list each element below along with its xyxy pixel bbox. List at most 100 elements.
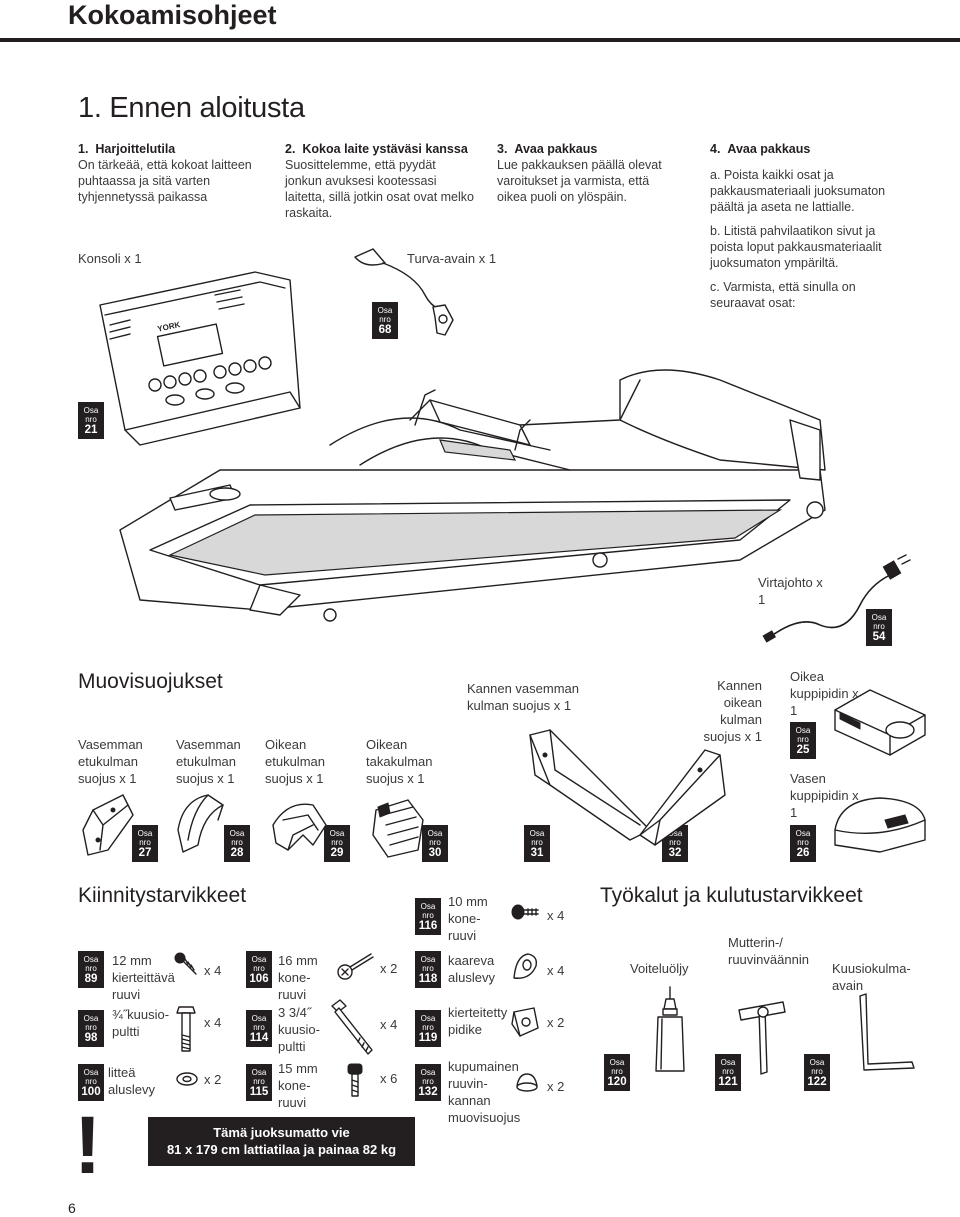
cup-holder-right-illustration	[834, 689, 926, 756]
page-header-title: Kokoamisohjeet	[68, 0, 277, 30]
step-2-text: Suosittelemme, että pyydät jonkun avukse…	[285, 158, 474, 220]
step-4-number: 4.	[710, 142, 721, 156]
warning-line-2: 81 x 179 cm lattiatilaa ja painaa 82 kg	[166, 1142, 397, 1157]
cover-29-illustration	[272, 803, 327, 851]
covers-title: Muovisuojukset	[78, 670, 223, 693]
hex-key-icon	[859, 993, 915, 1071]
cover-27-label: Vasemman etukulman suojus x 1	[78, 737, 143, 786]
washer-100-icon	[176, 1072, 198, 1086]
treadmill-illustration	[119, 369, 826, 622]
tools-title: Työkalut ja kulutustarvikkeet	[600, 884, 863, 907]
screw-89-icon	[174, 952, 197, 975]
step-4-c: c. Varmista, että sinulla on seuraavat o…	[710, 280, 856, 310]
fastener-119-label: kierteitetty pidike	[448, 1005, 508, 1037]
step-2-heading: Kokoa laite ystäväsi kanssa	[302, 142, 468, 156]
step-1: 1. Harjoittelutila On tärkeää, että koko…	[78, 141, 278, 205]
fastener-118-label: kaareva aluslevy	[448, 953, 495, 985]
wrench-icon	[738, 1001, 786, 1075]
step-1-number: 1.	[78, 142, 89, 156]
cover-32-illustration	[639, 749, 726, 846]
screw-115-icon	[347, 1063, 363, 1097]
fastener-98-label: ¾˝kuusio-pultti	[112, 1007, 170, 1039]
cover-30-illustration	[372, 799, 424, 858]
cover-28-label: Vasemman etukulman suojus x 1	[176, 737, 241, 786]
fastener-114-qty: x 4	[380, 1017, 398, 1032]
cover-30-label: Oikean takakulman suojus x 1	[366, 737, 433, 786]
step-1-text: On tärkeää, että kokoat laitteen puhtaas…	[78, 158, 252, 204]
step-3-text: Lue pakkauksen päällä olevat varoitukset…	[497, 158, 662, 204]
cover-27-illustration	[82, 794, 134, 856]
tool-122-label: Kuusiokulma-avain	[832, 961, 911, 993]
step-3-heading: Avaa pakkaus	[514, 142, 598, 156]
safety-key-label: Turva-avain x 1	[407, 251, 497, 266]
curved-washer-118-icon	[513, 953, 538, 979]
cap-132-icon	[516, 1073, 538, 1092]
warning-exclamation-icon: !	[74, 1100, 102, 1191]
fastener-132-label: kupumainen ruuvin-kannan muovisuojus	[448, 1059, 521, 1125]
step-3-number: 3.	[497, 142, 508, 156]
tool-121-label: Mutterin-/ ruuvinväännin	[728, 935, 809, 967]
fastener-118-qty: x 4	[547, 963, 565, 978]
console-label: Konsoli x 1	[78, 251, 142, 266]
warning-box: Tämä juoksumatto vie 81 x 179 cm lattiat…	[148, 1117, 415, 1166]
page-number: 6	[68, 1200, 76, 1216]
fastener-98-qty: x 4	[204, 1015, 222, 1030]
power-cord-label: Virtajohto x 1	[758, 575, 823, 607]
power-cord-illustration	[762, 554, 911, 643]
screw-106-icon	[337, 953, 374, 980]
cover-28-illustration	[177, 794, 224, 853]
oil-bottle-icon	[655, 986, 685, 1072]
fastener-119-qty: x 2	[547, 1015, 565, 1030]
fastener-100-qty: x 2	[204, 1072, 222, 1087]
cup-holder-right-label: Oikea kuppipidin x 1	[790, 669, 859, 718]
step-2: 2. Kokoa laite ystäväsi kanssa Suosittel…	[285, 141, 475, 221]
fasteners-title: Kiinnitystarvikkeet	[78, 884, 247, 907]
console-illustration: YORK	[99, 271, 301, 446]
step-4-heading: Avaa pakkaus	[727, 142, 811, 156]
step-4-a: a. Poista kaikki osat ja pakkausmateriaa…	[710, 168, 886, 214]
screw-116-icon	[511, 904, 539, 920]
fastener-106-label: 16 mm kone-ruuvi	[278, 953, 318, 1002]
step-3: 3. Avaa pakkaus Lue pakkauksen päällä ol…	[497, 141, 677, 205]
step-4-b: b. Litistä pahvilaatikon sivut ja poista…	[710, 224, 882, 270]
fastener-116-qty: x 4	[547, 908, 565, 923]
fastener-116-label: 10 mm kone-ruuvi	[448, 894, 488, 943]
safety-key-illustration	[354, 248, 454, 336]
tool-120-label: Voiteluöljy	[630, 961, 689, 976]
section-title: 1. Ennen aloitusta	[78, 92, 305, 124]
fastener-115-label: 15 mm kone-ruuvi	[278, 1061, 318, 1110]
header-rule	[0, 38, 960, 42]
fastener-89-qty: x 4	[204, 963, 222, 978]
cover-29-label: Oikean etukulman suojus x 1	[265, 737, 325, 786]
threaded-clip-119-icon	[511, 1007, 539, 1037]
fastener-115-qty: x 6	[380, 1071, 398, 1086]
fastener-132-qty: x 2	[547, 1079, 565, 1094]
bolt-98-icon	[176, 1006, 196, 1052]
step-2-number: 2.	[285, 142, 296, 156]
bolt-114-icon	[331, 999, 373, 1055]
cup-holder-left-illustration	[834, 797, 926, 853]
fastener-100-label: litteä aluslevy	[108, 1065, 155, 1097]
cover-32-label: Kannen oikean kulman suojus x 1	[703, 678, 762, 744]
